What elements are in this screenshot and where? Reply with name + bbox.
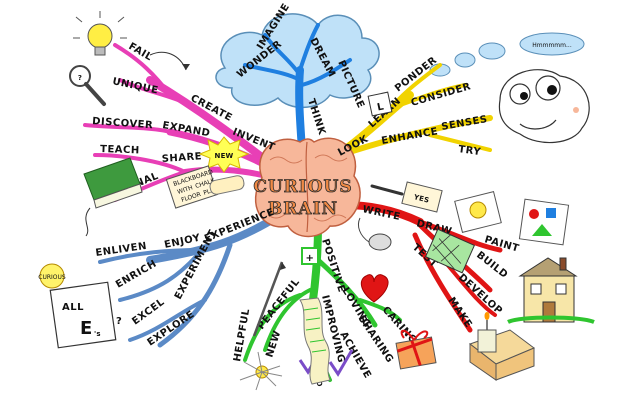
- sunburst-icon: [239, 351, 283, 391]
- hmmm-label: Hmmmmm...: [532, 42, 572, 49]
- label-ponder: PONDER: [393, 55, 439, 94]
- yes-card: YES: [401, 181, 443, 213]
- pencil-icon: [252, 261, 286, 337]
- l-plate-shape: [367, 91, 393, 117]
- scroll-shape: [209, 175, 245, 195]
- label-question: ?: [78, 74, 82, 82]
- pink-sub-fail: [113, 43, 172, 97]
- heart-icon: [360, 274, 389, 303]
- blue-imagine: [263, 33, 302, 77]
- label-senses: SENSES: [441, 114, 489, 133]
- steel-branch: [98, 211, 284, 348]
- label-new-tag: NEW: [215, 152, 234, 160]
- blue-dream: [298, 23, 320, 72]
- label-think: THINK: [305, 98, 327, 138]
- label-plus: +: [306, 253, 315, 264]
- red-develop: [443, 260, 497, 317]
- label-teach: TEACH: [100, 144, 140, 156]
- label-consider: CONSIDER: [410, 81, 473, 109]
- label-enrich: ENRICH: [114, 258, 159, 290]
- label-peaceful: PEACEFUL: [256, 277, 303, 332]
- label-curious-badge: CURIOUS: [38, 274, 66, 281]
- red-make: [412, 232, 473, 333]
- green-new: [263, 288, 312, 352]
- green-caring: [358, 298, 402, 322]
- central-brain: CURIOUS BRAIN: [253, 137, 361, 238]
- gift-icon: [395, 329, 437, 370]
- pink-sub-unique: [118, 78, 192, 107]
- label-yes: YES: [412, 193, 430, 205]
- magnifier-icon: ?: [69, 65, 106, 106]
- green-helpful: [243, 293, 302, 362]
- cake-icon: [468, 312, 535, 381]
- blue-picture: [300, 58, 352, 87]
- label-fail: FAIL: [127, 41, 155, 63]
- paint-card: [518, 198, 570, 246]
- thought-cloud: [215, 13, 380, 109]
- yellow-consider: [398, 83, 467, 107]
- new-starburst: NEW: [198, 136, 250, 173]
- label-new-green: NEW: [264, 329, 283, 359]
- label-helpful: HELPFUL: [232, 308, 252, 363]
- brain-folds: [267, 154, 348, 222]
- book-icon: [83, 157, 143, 237]
- center-title-line2: BRAIN: [268, 199, 338, 219]
- drawing-card: [454, 191, 502, 233]
- center-title-line1: CURIOUS: [253, 177, 352, 197]
- label-question-red: ?: [116, 316, 122, 327]
- label-share: SHARE: [161, 151, 202, 165]
- bubble-hmmm: [519, 32, 585, 56]
- brain-shape: [254, 137, 361, 238]
- yellow-try: [428, 133, 492, 152]
- blue-wonder: [243, 63, 302, 82]
- label-excel: EXCEL: [130, 297, 167, 328]
- label-try: TRY: [458, 144, 482, 158]
- steel-enliven: [98, 248, 202, 264]
- red-paint: [417, 219, 503, 253]
- label-l-plate: L: [376, 101, 385, 113]
- house-icon: [507, 257, 595, 324]
- curious-badge: CURIOUS: [38, 263, 66, 289]
- cartoon-face: [498, 69, 590, 144]
- mouse-icon: [357, 217, 392, 251]
- yes-card-shape: [401, 181, 443, 213]
- blocks-grid: [424, 228, 476, 274]
- steel-excel: [128, 298, 207, 342]
- blue-main: [295, 66, 306, 154]
- all-es-card: ALL E 's ?: [49, 281, 122, 349]
- cloud-shape: [215, 13, 380, 109]
- lightbulb-icon: [73, 11, 127, 56]
- bubble-2: [454, 52, 476, 68]
- label-e: E: [80, 318, 93, 339]
- new-star-shape: [198, 136, 250, 173]
- brain-divide: [305, 141, 309, 233]
- plus-badge: +: [301, 247, 319, 265]
- fail-arrows: [149, 51, 190, 71]
- bubble-3: [478, 42, 506, 60]
- todo-scroll: [299, 297, 331, 385]
- green-loving: [315, 257, 378, 328]
- label-build: BUILD: [474, 250, 510, 281]
- label-all: ALL: [62, 302, 84, 313]
- label-enhance: ENHANCE: [381, 126, 439, 147]
- pink-sub-teach: [93, 153, 187, 174]
- pink-sub-discover: [83, 123, 177, 135]
- pen-icon: [370, 184, 404, 196]
- plus-box: [301, 247, 319, 265]
- label-write: WRITE: [361, 204, 401, 223]
- label-es: 's: [94, 330, 101, 338]
- steel-enrich: [118, 250, 202, 302]
- label-discover: DISCOVER: [92, 116, 154, 131]
- l-plate: L: [367, 91, 393, 117]
- label-make: MAKE: [446, 296, 474, 331]
- thought-bubbles: Hmmmmm...: [429, 32, 585, 77]
